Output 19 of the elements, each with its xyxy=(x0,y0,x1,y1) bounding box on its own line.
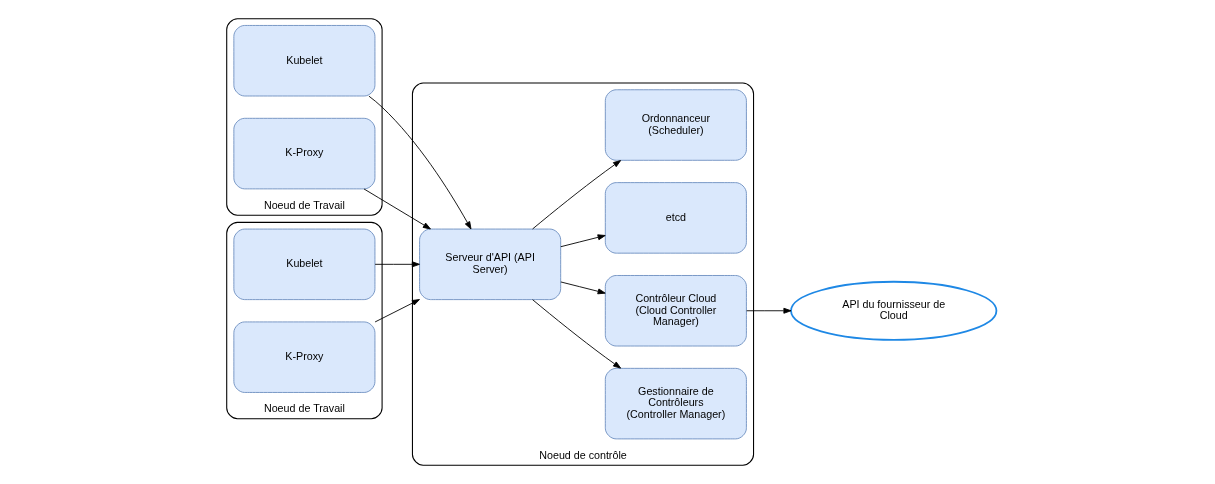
arrow xyxy=(531,299,621,369)
node-box: Contrôleur Cloud (Cloud Controller Manager) xyxy=(604,275,747,347)
node-box: etcd xyxy=(604,182,747,254)
arrow xyxy=(374,299,420,323)
node-box: Ordonnanceur (Scheduler) xyxy=(604,89,747,161)
node-box: Kubelet xyxy=(232,228,375,301)
arrow xyxy=(745,307,791,314)
arrow xyxy=(363,188,431,230)
arrow xyxy=(531,160,621,230)
node-box: Serveur d'API (API Server) xyxy=(418,228,561,301)
node-box: K-Proxy xyxy=(232,321,375,393)
arrow xyxy=(559,281,606,295)
node-box: K-Proxy xyxy=(232,117,375,190)
arrow xyxy=(374,261,420,268)
node-box: Kubelet xyxy=(232,25,375,97)
node-box: Gestionnaire de Contrôleurs (Controller Manager) xyxy=(604,367,747,440)
arrow xyxy=(368,95,471,230)
node-ellipse: API du fournisseur de Cloud xyxy=(789,280,997,341)
arrow xyxy=(559,234,606,248)
